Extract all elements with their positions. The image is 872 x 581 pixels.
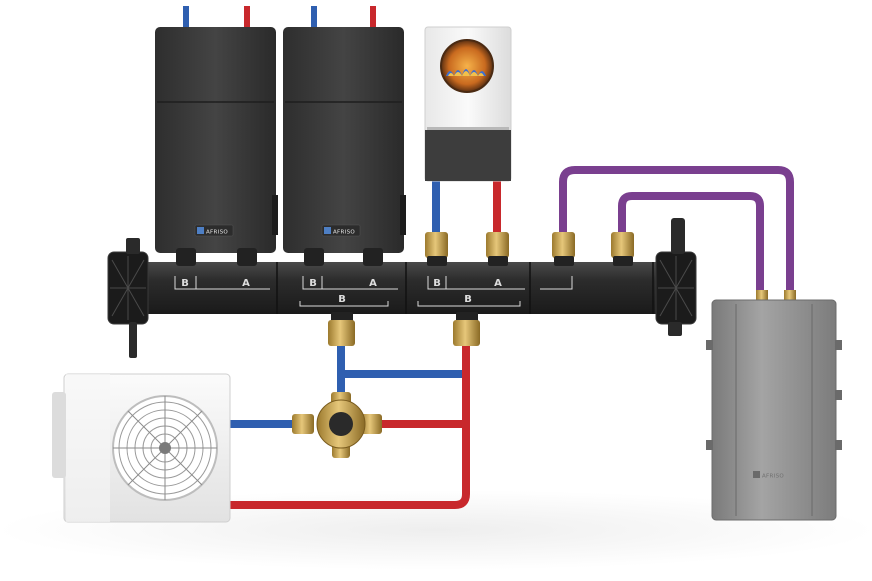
fan-icon [112,395,218,501]
loop-pipe-outer [559,166,794,304]
manifold-left-cap [107,251,149,325]
module2-logo-plate [321,224,361,237]
outdoor-unit [52,373,231,523]
brass-union-3 [552,232,575,258]
port-label-bottom-2: B [464,294,472,305]
port-label-1: B [181,278,189,289]
cold-pipe-manifold-to-valve [337,345,466,378]
left-air-vent [126,238,140,254]
distribution-manifold: B A B A B A B B [107,218,697,358]
port-label-3: B [309,278,317,289]
port-label-2: A [242,278,250,289]
right-air-vent [671,218,685,254]
brass-union-4 [611,232,634,258]
module2-brand: AFRISO [333,230,355,236]
flame-icon [440,39,494,93]
afriso-logo-icon [753,471,760,478]
port-label-6: A [494,278,502,289]
module1-brand: AFRISO [206,230,228,236]
mixing-valve [292,392,382,458]
pipework [183,6,794,509]
brass-union-bottom-2 [453,320,480,346]
port-label-4: A [369,278,377,289]
loop-pipe-inner [618,192,764,304]
manifold-right-cap [655,251,697,325]
module1-logo-plate [194,224,234,237]
manifold-fittings [176,232,634,346]
hot-pipe-main [228,345,470,509]
storage-tank: AFRISO [706,290,842,521]
afriso-logo-icon [197,227,204,234]
brass-union-2 [486,232,509,258]
port-label-bottom-1: B [338,294,346,305]
brass-union-1 [425,232,448,258]
left-drain [129,322,137,358]
pump-module-2: AFRISO [283,27,406,253]
port-label-5: B [433,278,441,289]
valve-actuator-knob [329,412,353,436]
afriso-logo-icon [324,227,331,234]
brass-union-bottom-1 [328,320,355,346]
pump-module-1: AFRISO [155,27,278,253]
right-drain [668,322,682,336]
tank-brand: AFRISO [762,474,784,480]
gas-boiler [424,26,512,182]
